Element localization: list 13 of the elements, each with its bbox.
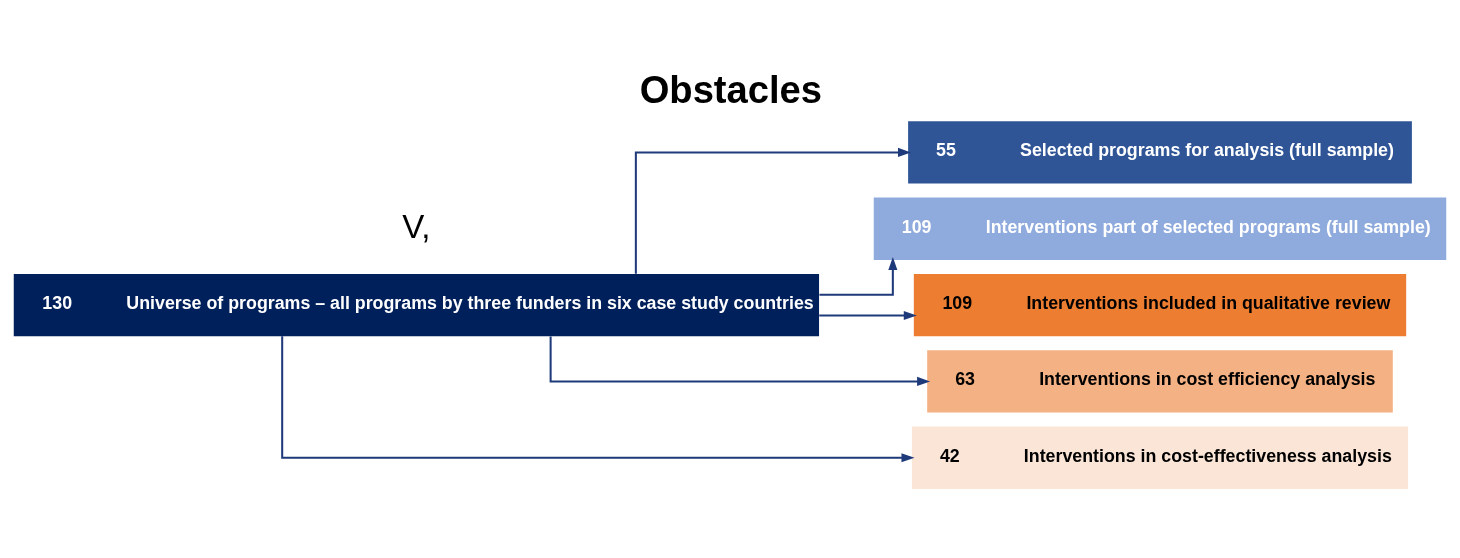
node-box: 109 Interventions included in qualitative review bbox=[913, 273, 1407, 337]
arrow bbox=[819, 310, 917, 321]
diagram-title: Obstacles bbox=[639, 68, 823, 112]
label: V, bbox=[402, 208, 431, 246]
arrow bbox=[634, 147, 911, 274]
node-box: 109 Interventions part of selected programs (full sample) bbox=[873, 197, 1447, 260]
node-box: 130 Universe of programs – all programs by three funders in six case study countries bbox=[13, 273, 820, 337]
arrow bbox=[281, 336, 915, 463]
arrow bbox=[549, 336, 931, 386]
arrow bbox=[819, 257, 898, 296]
node-box: 63 Interventions in cost efficiency analysis bbox=[927, 350, 1393, 413]
node-box: 42 Interventions in cost-effectiveness analysis bbox=[911, 426, 1409, 489]
node-box: 55 Selected programs for analysis (full sample) bbox=[908, 121, 1412, 184]
